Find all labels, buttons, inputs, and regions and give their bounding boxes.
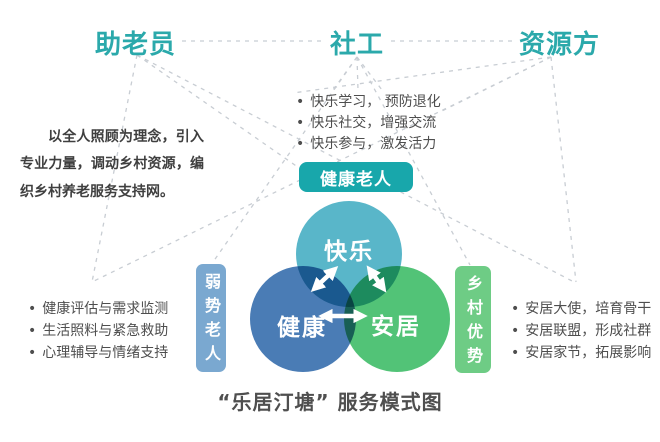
weak-elder-tag: 弱势老人 [196, 264, 226, 372]
actor-helper: 助老员 [95, 30, 177, 60]
actor-resource-provider: 资源方 [519, 30, 601, 60]
health-services-list: 健康评估与需求监测 生活照料与紧急救助 心理辅导与情绪支持 [28, 298, 168, 364]
venn-label-happy: 快乐 [324, 239, 374, 265]
list-item: 心理辅导与情绪支持 [28, 342, 168, 364]
list-item: 安居家节，拓展影响 [511, 342, 651, 364]
living-programs-list: 安居大使，培育骨干 安居联盟，形成社群 安居家节，拓展影响 [511, 298, 651, 364]
list-item: 生活照料与紧急救助 [28, 320, 168, 342]
happy-activities-list: 快乐学习， 预防退化 快乐社交，增强交流 快乐参与，激发活力 [296, 92, 441, 155]
actor-social-worker: 社工 [330, 30, 385, 60]
diagram-title: “乐居汀塘” 服务模式图 [217, 390, 443, 414]
concept-description: 以全人照顾为理念，引入专业力量，调动乡村资源，编织乡村养老服务支持网。 [20, 129, 204, 200]
venn-label-health: 健康 [277, 315, 327, 341]
list-item: 快乐参与，激发活力 [296, 134, 441, 155]
healthy-elder-pill: 健康老人 [299, 162, 413, 192]
list-item: 健康评估与需求监测 [28, 298, 168, 320]
village-advantage-tag: 乡村优势 [455, 266, 491, 373]
list-item: 快乐学习， 预防退化 [296, 92, 440, 113]
list-item: 快乐社交，增强交流 [296, 113, 441, 134]
list-item: 安居大使，培育骨干 [511, 298, 651, 320]
list-item: 安居联盟，形成社群 [511, 320, 651, 342]
venn-label-secure: 安居 [371, 314, 421, 340]
